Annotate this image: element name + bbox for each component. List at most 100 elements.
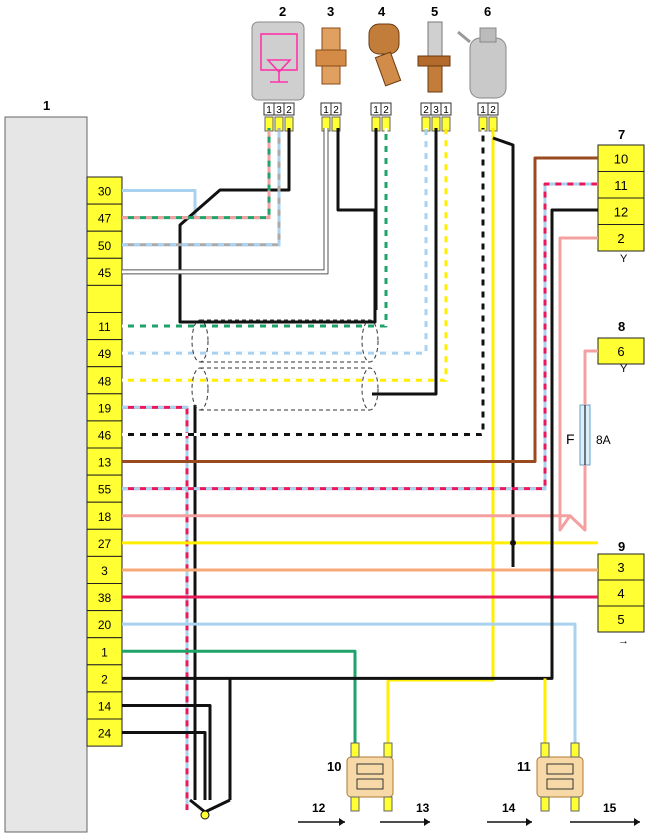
ecu-body <box>4 116 88 833</box>
relay-terminal <box>540 742 550 758</box>
connector-7-glyph: Y <box>620 253 628 265</box>
relay-terminal <box>383 742 393 758</box>
ecu-pin-label: 11 <box>98 320 111 334</box>
wire-tracer <box>122 128 281 247</box>
connector-pin-label: 10 <box>614 151 628 166</box>
ecu-pin-box <box>86 718 123 747</box>
connector-8: 8 Y 6 <box>597 319 645 375</box>
ecu-pin-label: 18 <box>98 510 112 524</box>
output-arrows: 12 13 14 15 <box>312 801 617 815</box>
wire <box>122 649 357 745</box>
fuse-letter: F <box>566 431 575 447</box>
connector-pin-box <box>597 579 645 607</box>
ecu-pin-box <box>86 555 123 585</box>
wire-tracer <box>122 128 271 220</box>
component-pin-box <box>487 102 499 116</box>
component-pin-box <box>330 102 342 116</box>
wire-tracer <box>122 128 388 328</box>
component-3: 3 <box>315 4 347 85</box>
position-sensor-body <box>427 21 443 59</box>
wire <box>122 156 598 464</box>
wire <box>583 349 598 405</box>
component-5-label: 5 <box>431 4 438 19</box>
wire <box>122 731 207 800</box>
ecu-pin-label: 30 <box>98 185 112 199</box>
ecu-pin-label: 38 <box>98 591 112 605</box>
wire-tracer <box>122 405 189 810</box>
connector-8-glyph: Y <box>620 363 628 375</box>
output-arrowhead <box>424 818 430 826</box>
ecu-pin-label: 49 <box>98 347 112 361</box>
ecu-pin-box <box>86 284 123 313</box>
ecu-pin-label: 2 <box>101 672 108 686</box>
component-6: 6 <box>457 4 507 99</box>
component-pin-label: 2 <box>333 105 339 116</box>
output-arrowhead <box>339 818 345 826</box>
wire-tracer <box>122 128 428 355</box>
output-arrowhead <box>526 818 532 826</box>
wire <box>492 136 515 567</box>
coolant-sensor-body <box>321 27 341 51</box>
ecu-pin-box <box>86 474 123 503</box>
wire <box>122 128 428 355</box>
connector-9-label: 9 <box>618 539 625 554</box>
wire <box>122 208 598 680</box>
connector-pin-box <box>597 224 645 252</box>
component-pin-label: 1 <box>443 105 449 116</box>
output-14-label: 14 <box>502 801 516 815</box>
wire-tracer <box>122 128 448 382</box>
ecu-pin-label: 48 <box>98 374 112 388</box>
diode-symbol <box>266 59 292 74</box>
component-pin-label: 2 <box>423 105 429 116</box>
wire <box>122 128 325 271</box>
connector-9: 9 → 345 <box>597 539 645 647</box>
connector-pin-label: 4 <box>617 586 624 601</box>
wire <box>122 128 281 247</box>
connector-pin-label: 5 <box>617 612 624 627</box>
component-pin-box <box>440 102 452 116</box>
relay-10-label: 10 <box>327 759 341 774</box>
connector-pin-box <box>597 605 645 633</box>
wire-tracer <box>122 128 485 436</box>
ecu-label: 1 <box>43 98 50 113</box>
connector-9-glyph: → <box>618 635 629 647</box>
relay-terminal <box>570 796 580 812</box>
wire-tracer <box>122 182 598 491</box>
component-4-label: 4 <box>378 4 386 19</box>
ground-point <box>200 810 210 820</box>
ecu-pin-label: 27 <box>98 537 112 551</box>
fuse: F 8A <box>566 404 611 466</box>
junction-dot <box>510 539 516 546</box>
ecu-pin-box <box>86 447 123 476</box>
ecu-pin-label: 20 <box>98 618 112 632</box>
ecu-pin-label: 50 <box>98 239 112 253</box>
wire <box>122 405 189 810</box>
connector-pin-label: 12 <box>614 204 628 219</box>
ecu-pin-box <box>86 312 123 341</box>
ecu-pin-label: 13 <box>98 456 112 470</box>
connector-pin-label: 6 <box>617 344 624 359</box>
relay-terminal <box>350 796 360 812</box>
ecu-pin-label: 19 <box>98 401 112 415</box>
component-2: 2 <box>251 4 305 101</box>
wires <box>122 128 598 820</box>
wire <box>122 622 577 745</box>
component-5: 5 <box>417 4 451 93</box>
shield-ellipse <box>361 367 379 411</box>
ecu-pin-label: 47 <box>98 212 112 226</box>
ecu-pin-label: 1 <box>101 645 108 659</box>
output-13-label: 13 <box>416 801 430 815</box>
output-15-label: 15 <box>603 801 617 815</box>
ecu-pin-label: 45 <box>98 266 112 280</box>
component-pin-label: 3 <box>433 105 439 116</box>
component-6-label: 6 <box>484 4 491 19</box>
ecu-pin-box <box>86 176 123 205</box>
ecu-pin-box <box>86 610 123 639</box>
wire <box>122 128 448 382</box>
ecu-pin-label: 24 <box>98 727 112 741</box>
ecu-pin-box <box>86 420 123 449</box>
ecu-pin-box <box>86 528 123 557</box>
connector-7-label: 7 <box>618 127 625 142</box>
wire <box>122 189 197 218</box>
